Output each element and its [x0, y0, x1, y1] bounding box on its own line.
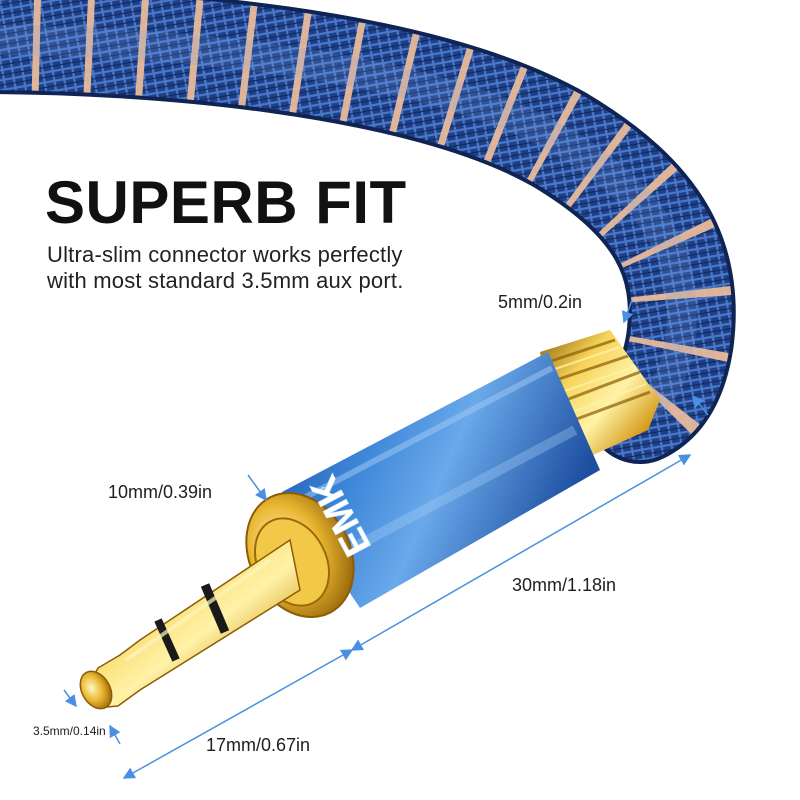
headline: SUPERB FIT: [45, 169, 407, 236]
tip-dimension-arrow-right: [109, 724, 121, 745]
registered-mark: ®: [320, 486, 328, 497]
description-line-1: Ultra-slim connector works perfectly: [47, 242, 403, 267]
pin-length-label: 17mm/0.67in: [206, 735, 311, 755]
plug-diameter-label: 10mm/0.39in: [108, 482, 213, 502]
description-line-2: with most standard 3.5mm aux port.: [47, 268, 404, 293]
cable-dimension-arrow-bottom: [692, 394, 709, 416]
cable-dimension-arrow-top: [621, 299, 634, 324]
braided-cable: [0, 0, 736, 464]
housing-length-label: 30mm/1.18in: [512, 575, 617, 595]
tip-diameter-label: 3.5mm/0.14in: [33, 724, 106, 738]
housing-dimension-line: [350, 454, 692, 651]
dimension-lines: [63, 299, 709, 779]
pin-dimension-line: [122, 649, 354, 779]
cable-diameter-label: 5mm/0.2in: [498, 292, 583, 312]
tip-dimension-arrow-left: [63, 689, 77, 708]
audio-pin: [79, 538, 301, 710]
plug-dimension-arrow: [247, 474, 267, 502]
